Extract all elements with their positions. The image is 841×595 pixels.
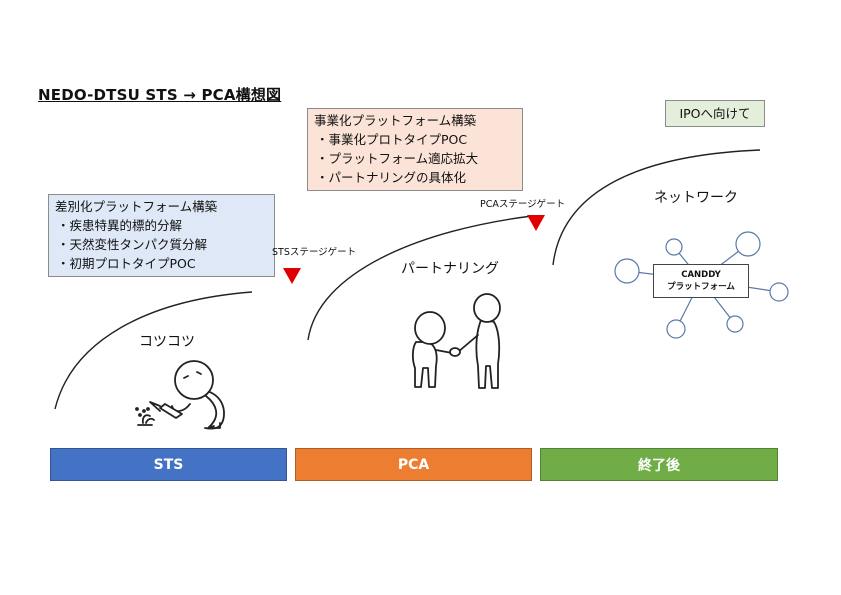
pca-goal-item: ・パートナリングの具体化 bbox=[316, 170, 467, 185]
watering-person-icon bbox=[135, 360, 225, 430]
canddy-subtitle: プラットフォーム bbox=[667, 282, 735, 292]
pca-goal-box: 事業化プラットフォーム構築 ・事業化プロトタイプPOC ・プラットフォーム適応拡… bbox=[307, 108, 523, 191]
network-node bbox=[769, 282, 789, 302]
canddy-name: CANDDY bbox=[681, 270, 721, 280]
pca-gate-marker bbox=[527, 215, 545, 231]
pca-goal-heading: 事業化プラットフォーム構築 bbox=[314, 113, 477, 128]
phase-bar-pca: PCA bbox=[295, 448, 532, 481]
page-title: NEDO-DTSU STS → PCA構想図 bbox=[38, 86, 282, 104]
pca-gate-label: PCAステージゲート bbox=[480, 199, 566, 210]
sts-gate-marker bbox=[283, 268, 301, 284]
pca-goal-item: ・プラットフォーム適応拡大 bbox=[316, 151, 479, 166]
network-node bbox=[614, 258, 640, 284]
sts-goal-item: ・天然変性タンパク質分解 bbox=[57, 237, 208, 252]
network-node bbox=[666, 319, 686, 339]
canddy-platform-node: CANDDY プラットフォーム bbox=[653, 264, 749, 298]
growth-curve-pca bbox=[307, 215, 533, 341]
phase-bar-sts: STS bbox=[50, 448, 287, 481]
growth-curve-network bbox=[552, 149, 761, 266]
stage-label-partnering: パートナリング bbox=[401, 261, 499, 277]
phase-bar-after: 終了後 bbox=[540, 448, 778, 481]
handshake-icon bbox=[411, 293, 501, 389]
growth-curve-sts bbox=[54, 291, 253, 410]
sts-gate-label: STSステージゲート bbox=[272, 247, 357, 258]
ipo-goal-box: IPOへ向けて bbox=[665, 100, 765, 127]
network-node bbox=[735, 231, 761, 257]
pca-goal-item: ・事業化プロトタイプPOC bbox=[316, 132, 468, 147]
sts-goal-box: 差別化プラットフォーム構築 ・疾患特異的標的分解 ・天然変性タンパク質分解 ・初… bbox=[48, 194, 275, 277]
stage-label-kotsukotsu: コツコツ bbox=[139, 334, 195, 350]
sts-goal-heading: 差別化プラットフォーム構築 bbox=[55, 199, 218, 214]
sts-goal-item: ・疾患特異的標的分解 bbox=[57, 218, 183, 233]
network-node bbox=[726, 315, 744, 333]
stage-label-network: ネットワーク bbox=[654, 190, 738, 206]
sts-goal-item: ・初期プロトタイプPOC bbox=[57, 256, 196, 271]
network-node bbox=[665, 238, 683, 256]
